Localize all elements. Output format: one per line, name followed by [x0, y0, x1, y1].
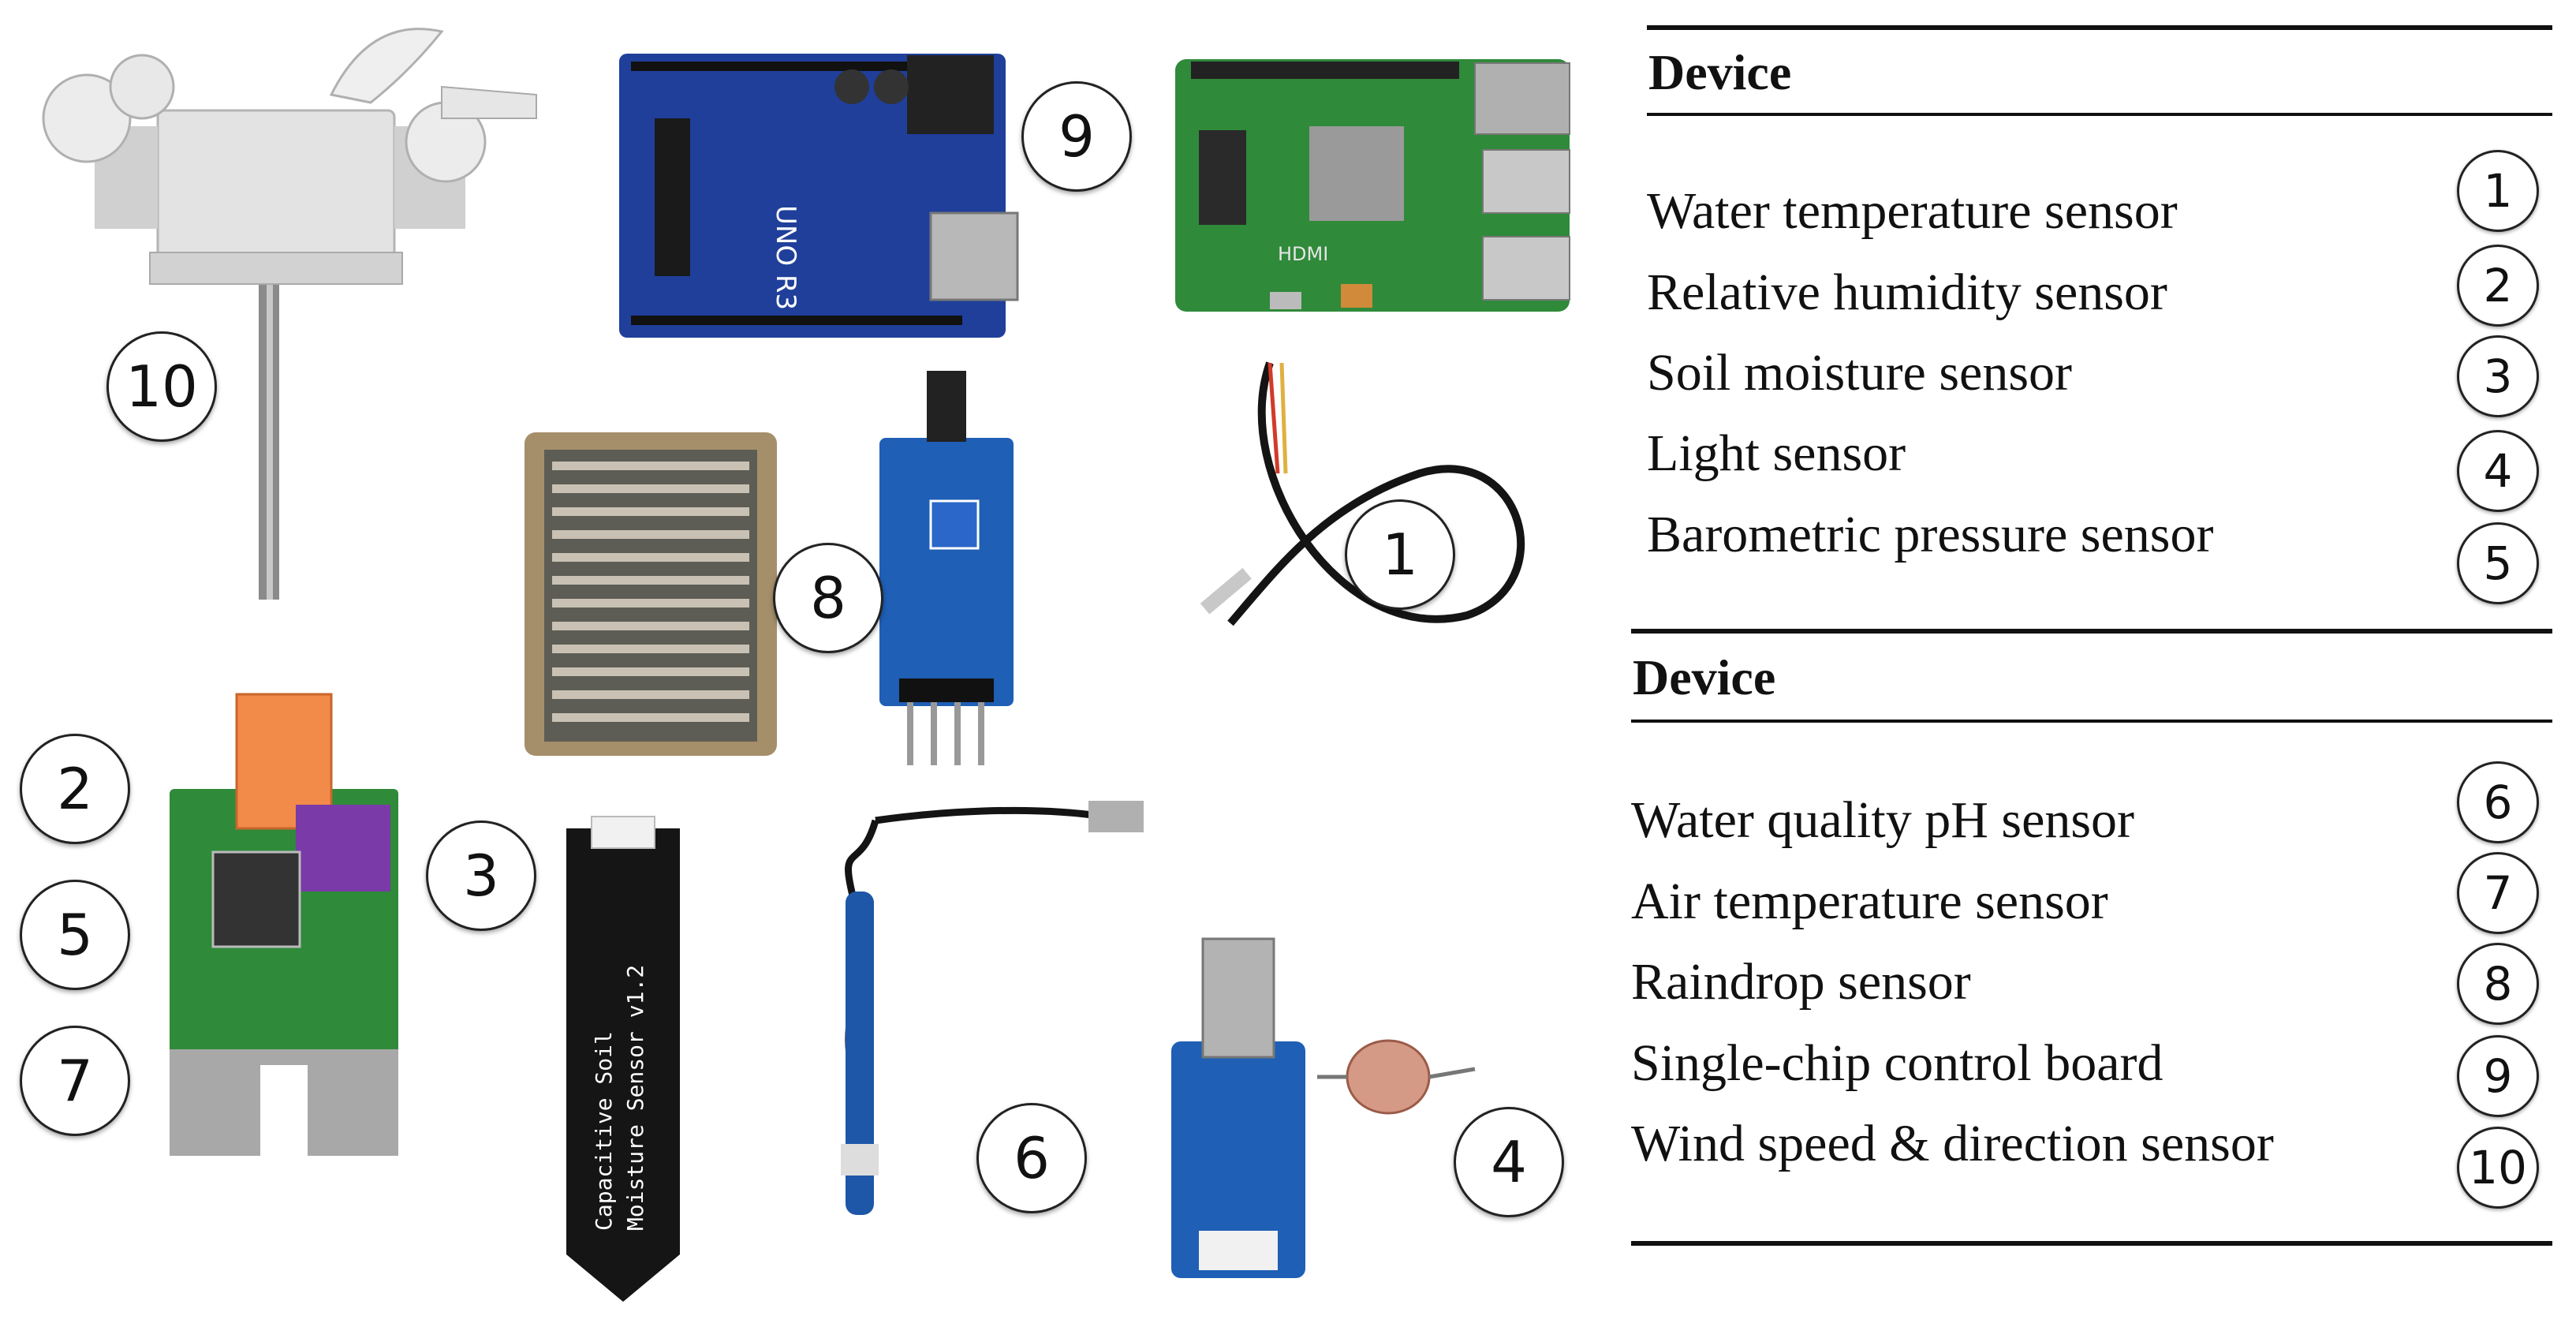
label-badge-8: 8	[773, 543, 883, 653]
table-row-number: 9	[2457, 1035, 2539, 1117]
table-row-label: Raindrop sensor	[1631, 953, 1971, 1011]
table-row-number: 5	[2457, 522, 2539, 604]
soil-moisture-probe-illustration: Capacitive Soil Moisture Sensor v1.2	[566, 816, 680, 1302]
raindrop-trace	[552, 576, 749, 585]
raindrop-trace	[552, 645, 749, 653]
table-row-label: Air temperature sensor	[1631, 873, 2108, 930]
label-badge-7: 7	[20, 1026, 130, 1136]
raindrop-trace	[552, 690, 749, 699]
table-row-label: Wind speed & direction sensor	[1631, 1115, 2274, 1172]
hdmi-silkscreen: HDMI	[1278, 243, 1328, 265]
raindrop-trace	[552, 553, 749, 562]
ph-probe-illustration	[841, 801, 1144, 1215]
label-badge-5: 5	[20, 880, 130, 990]
table-rule-top	[1647, 25, 2552, 30]
raspberry-pi-illustration: HDMI	[1175, 59, 1570, 312]
label-badge-3: 3	[426, 820, 536, 931]
label-badge-4: 4	[1454, 1107, 1564, 1217]
raindrop-sensor-illustration	[525, 371, 1014, 765]
raindrop-trace	[552, 713, 749, 722]
table-row-number: 8	[2457, 943, 2539, 1025]
table-row-label: Light sensor	[1647, 424, 1906, 482]
raindrop-trace	[552, 622, 749, 630]
table-row-label: Water quality pH sensor	[1631, 791, 2135, 849]
raindrop-trace	[552, 599, 749, 607]
table-rule-mid	[1631, 629, 2552, 634]
table-row-label: Water temperature sensor	[1647, 182, 2178, 240]
label-badge-10: 10	[106, 331, 217, 442]
raindrop-trace	[552, 667, 749, 676]
raindrop-trace	[552, 507, 749, 516]
table-row-number: 6	[2457, 761, 2539, 843]
table-row-label: Single-chip control board	[1631, 1034, 2163, 1092]
table-row-number: 2	[2457, 245, 2539, 327]
table-row-number: 4	[2457, 430, 2539, 512]
env-sensor-board-illustration	[170, 693, 398, 1156]
table-row-number: 10	[2457, 1127, 2539, 1209]
table-rule-bottom	[1631, 1241, 2552, 1246]
device-photo: UNO R3 HDMI	[42, 28, 1570, 1302]
soil-silk-2: Moisture Sensor v1.2	[622, 965, 648, 1231]
label-badge-9: 9	[1021, 81, 1132, 192]
label-badge-1: 1	[1345, 499, 1455, 610]
arduino-uno-illustration: UNO R3	[619, 54, 1019, 338]
table-row-label: Barometric pressure sensor	[1647, 506, 2214, 563]
table-row-label: Soil moisture sensor	[1647, 344, 2072, 402]
label-badge-6: 6	[976, 1103, 1087, 1213]
raindrop-trace	[552, 484, 749, 493]
light-sensor-illustration	[1171, 937, 1476, 1278]
raindrop-trace	[552, 530, 749, 539]
soil-silk-1: Capacitive Soil	[591, 1031, 617, 1231]
table-header-2: Device	[1633, 649, 1776, 705]
raindrop-trace	[552, 462, 749, 470]
table-header-1: Device	[1648, 44, 1792, 100]
table-row-number: 3	[2457, 335, 2539, 417]
uno-silkscreen: UNO R3	[770, 205, 801, 310]
wind-sensor-illustration	[42, 28, 537, 600]
table-row-label: Relative humidity sensor	[1647, 264, 2167, 321]
water-temp-probe-illustration	[1200, 361, 1525, 626]
table-row-number: 1	[2457, 150, 2539, 232]
table-rule-header-2	[1631, 720, 2552, 723]
label-badge-2: 2	[20, 734, 130, 844]
table-row-number: 7	[2457, 852, 2539, 934]
table-rule-header-1	[1647, 113, 2552, 116]
